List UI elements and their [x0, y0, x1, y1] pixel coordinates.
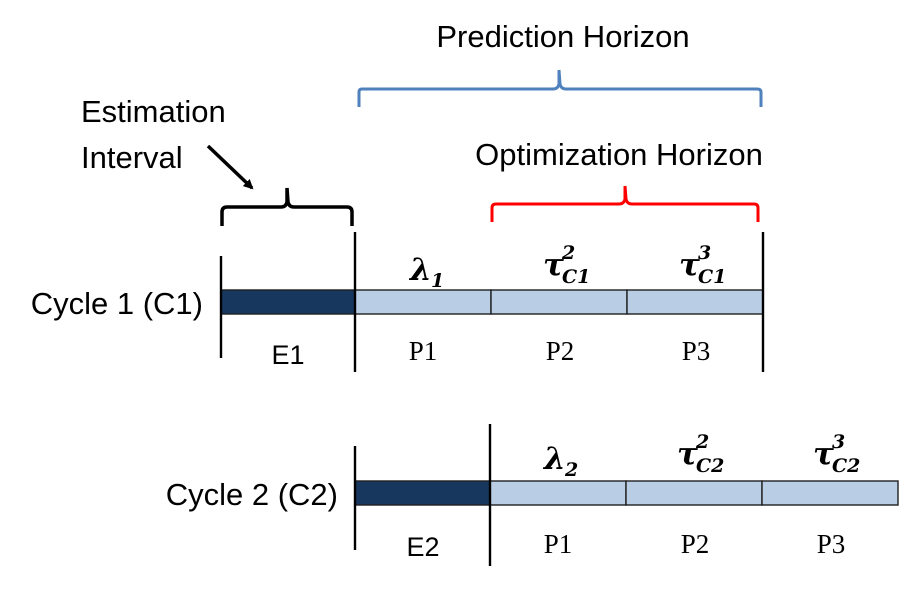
cycle-1-segment-p2-label: P2 — [546, 336, 575, 366]
cycle-2-p3-symbol-sup: 3 — [832, 431, 845, 453]
cycle-2-segment-p2-label: P2 — [681, 529, 710, 559]
cycle-2-p2-symbol-base: τ — [677, 436, 698, 472]
cycle-2-p3-symbol: τ 3 C2 — [813, 431, 860, 477]
cycle-2-p1-symbol-base: λ — [542, 441, 566, 477]
estimation-interval-label-line2: Interval — [81, 140, 183, 175]
optimization-horizon-brace — [490, 185, 760, 222]
cycle-2-label: Cycle 2 (C2) — [166, 477, 338, 512]
cycle-2-segment-p1-label: P1 — [544, 529, 573, 559]
cycle-1-label: Cycle 1 (C1) — [31, 286, 203, 321]
prediction-horizon-label: Prediction Horizon — [436, 19, 689, 54]
cycle-1-estimation-bar — [220, 289, 356, 315]
cycle-2-p2-symbol-sup: 2 — [695, 431, 709, 453]
estimation-interval-label-line1: Estimation — [81, 94, 226, 129]
cycle-1-p2-symbol-sup: 2 — [561, 242, 575, 264]
cycle-1-p1-symbol-sub: 1 — [431, 270, 444, 292]
cycle-2-segment-p3-bar — [761, 480, 899, 506]
cycle-1-segment-p3-label: P3 — [682, 336, 711, 366]
cycle-1-p1-symbol-base: λ — [408, 252, 432, 288]
cycle-1-segment-p1-label: P1 — [409, 336, 438, 366]
prediction-horizon-brace — [357, 69, 763, 107]
cycle-1-p2-symbol-sub: C1 — [562, 266, 590, 288]
cycle-1-p3-symbol: τ 3 C1 — [679, 242, 726, 288]
cycle-2-estimation-label: E2 — [406, 532, 439, 562]
cycle-1-estimation-label: E1 — [271, 340, 304, 370]
cycle-2-p2-symbol: τ 2 C2 — [677, 431, 724, 477]
cycle-2-segment-p1-bar — [489, 480, 627, 506]
estimation-interval-brace — [220, 187, 354, 226]
cycle-1-segment-p1-bar — [354, 289, 492, 315]
cycle-2-estimation-bar — [354, 480, 491, 506]
cycle-2-segment-p2-bar — [625, 480, 763, 506]
cycle-1-p3-symbol-sub: C1 — [698, 266, 726, 288]
cycle-1-p2-symbol-base: τ — [543, 247, 564, 283]
cycle-1-p2-symbol: τ 2 C1 — [543, 242, 590, 288]
cycle-2-p3-symbol-base: τ — [813, 436, 834, 472]
cycle-2-p1-symbol-sub: 2 — [564, 459, 578, 481]
cycle-2-p2-symbol-sub: C2 — [696, 455, 724, 477]
optimization-horizon-label: Optimization Horizon — [475, 137, 763, 172]
estimation-arrow — [206, 144, 254, 190]
cycle-1-p3-symbol-sup: 3 — [698, 242, 711, 264]
cycle-1-p3-symbol-base: τ — [679, 247, 700, 283]
cycle-1-segment-p3-bar — [626, 289, 764, 315]
cycle-2-p3-symbol-sub: C2 — [832, 455, 860, 477]
cycle-2-segment-p3-label: P3 — [817, 529, 846, 559]
cycle-2-p1-symbol: λ 2 — [542, 441, 578, 481]
cycle-1-p1-symbol: λ 1 — [408, 252, 444, 292]
cycle-1-segment-p2-bar — [490, 289, 628, 315]
